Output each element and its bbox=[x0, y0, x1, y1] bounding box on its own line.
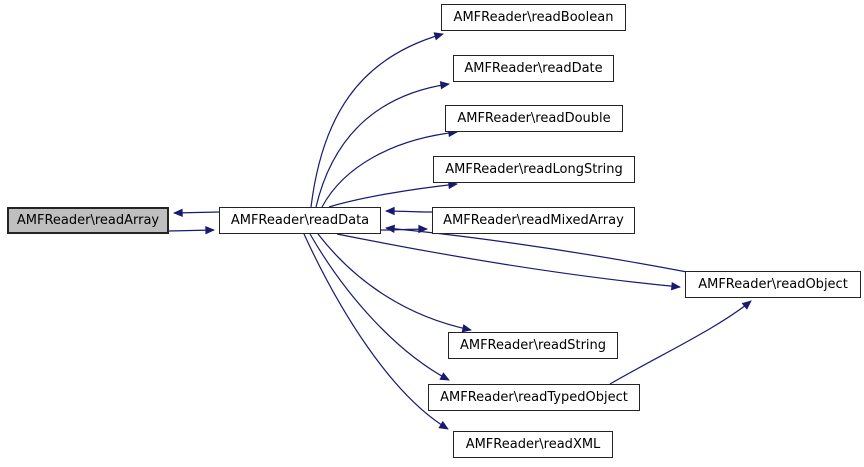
node-read-string[interactable]: AMFReader\readString bbox=[448, 332, 618, 359]
edge-readData-readDouble bbox=[321, 128, 458, 208]
edge-readData-readArray bbox=[173, 208, 220, 218]
node-read-mixed-array[interactable]: AMFReader\readMixedArray bbox=[432, 207, 635, 234]
edge-readMixedArray-readData bbox=[385, 206, 433, 216]
edge-readData-readBoolean bbox=[310, 32, 444, 208]
node-read-boolean[interactable]: AMFReader\readBoolean bbox=[441, 4, 626, 31]
node-read-date[interactable]: AMFReader\readDate bbox=[453, 55, 614, 82]
edge-readData-readTypedObject bbox=[309, 233, 450, 381]
node-read-data[interactable]: AMFReader\readData bbox=[219, 207, 381, 234]
edge-readData-readString bbox=[317, 233, 472, 333]
node-read-array: AMFReader\readArray bbox=[7, 207, 169, 234]
node-read-double[interactable]: AMFReader\readDouble bbox=[445, 105, 623, 132]
edge-readData-readXML bbox=[303, 233, 449, 430]
edge-readArray-readData bbox=[168, 225, 215, 235]
edge-readData-readDate bbox=[315, 81, 450, 208]
edge-readTypedObject-readObject bbox=[609, 300, 752, 385]
edge-readObject-readData bbox=[385, 224, 688, 273]
edge-readData-readObject bbox=[336, 233, 681, 291]
node-read-object[interactable]: AMFReader\readObject bbox=[685, 271, 861, 298]
edge-readData-readLongString bbox=[328, 180, 458, 208]
node-read-xml[interactable]: AMFReader\readXML bbox=[453, 431, 613, 458]
node-read-long-string[interactable]: AMFReader\readLongString bbox=[433, 156, 635, 183]
node-read-typed-object[interactable]: AMFReader\readTypedObject bbox=[428, 384, 640, 411]
